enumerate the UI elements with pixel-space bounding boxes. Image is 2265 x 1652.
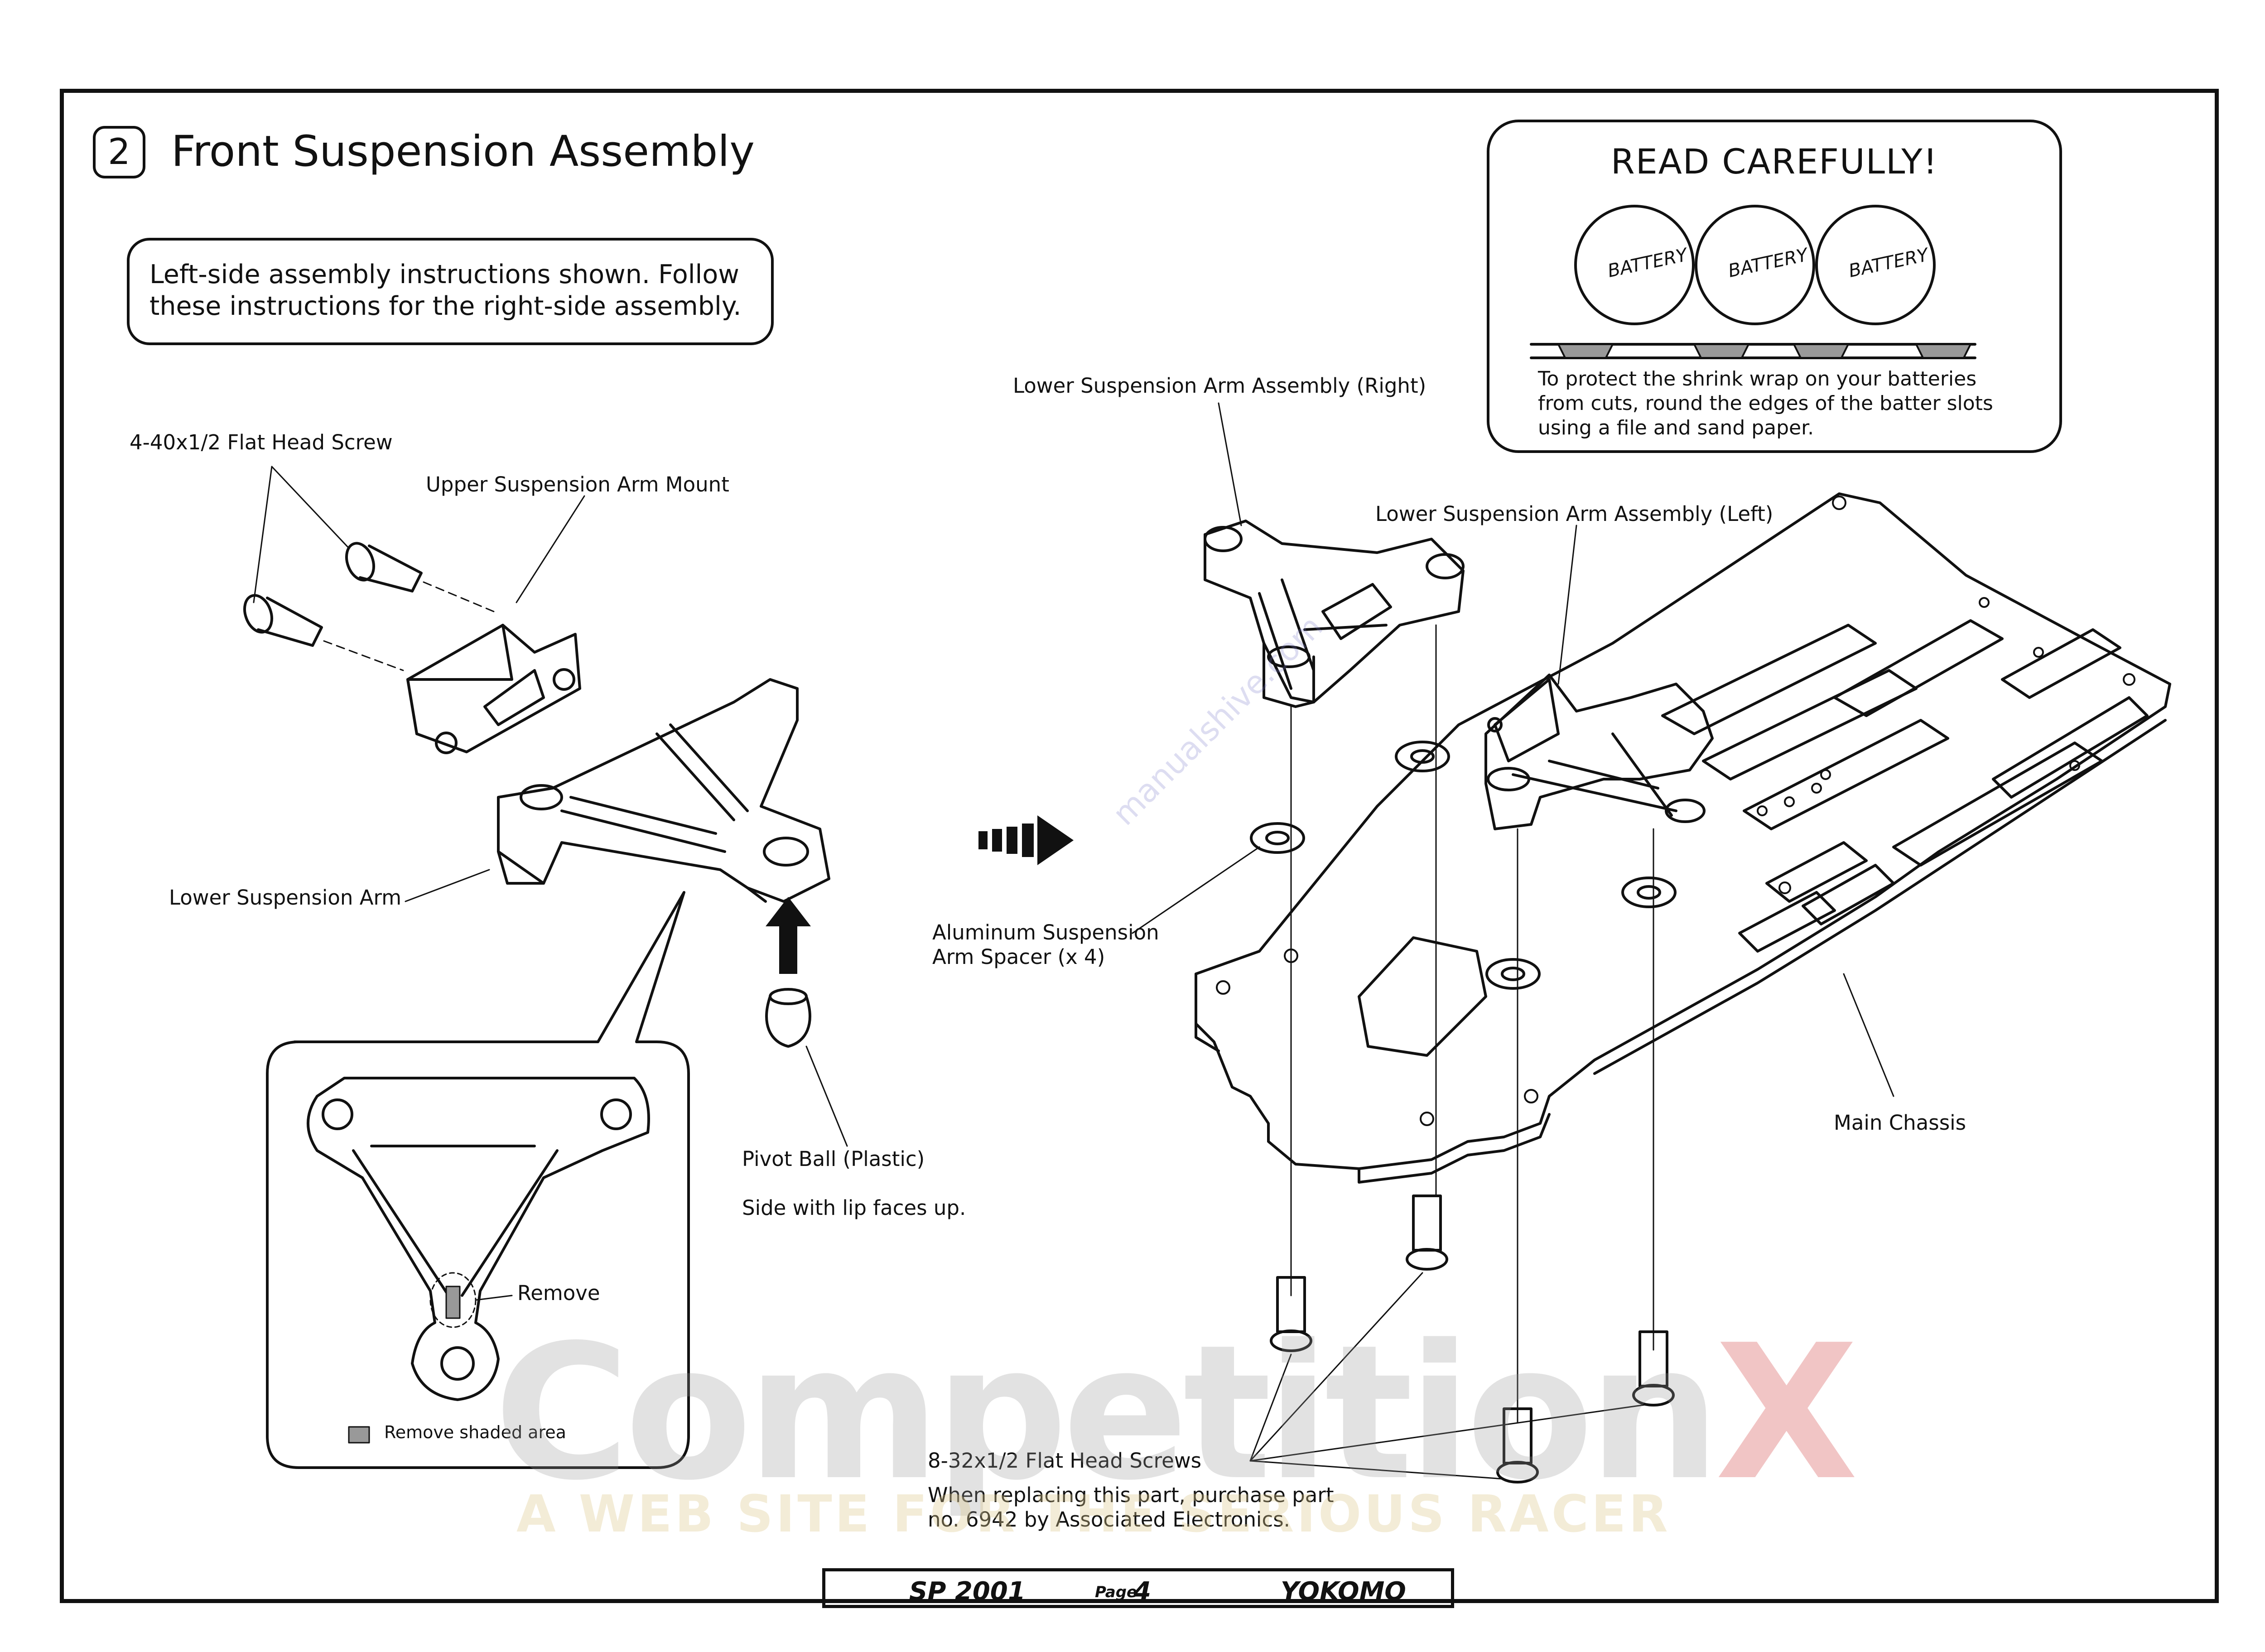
label-lower-arm-right: Lower Suspension Arm Assembly (Right) [1013,374,1426,398]
upper-arm-mount [406,624,581,754]
flat-head-screw-upper [345,542,423,592]
remove-leader [475,1295,513,1301]
page-frame [60,89,2219,1603]
label-flat-head-screws-832: 8-32x1/2 Flat Head Screws [928,1449,1202,1473]
footer-page-number: 4 [1133,1577,1151,1606]
replace-line-2: no. 6942 by Associated Electronics. [928,1508,1290,1532]
label-pivot-ball: Pivot Ball (Plastic) [742,1147,925,1171]
read-carefully-title: READ CAREFULLY! [1610,141,1938,182]
assembly-note: Left-side assembly instructions shown. F… [127,238,774,345]
footer-bar: SP 2001 Page 4 YOKOMO [822,1568,1454,1608]
spacer-line-1: Aluminum Suspension [932,920,1159,944]
battery-label-2: BATTERY [1726,244,1811,282]
replace-line-1: When replacing this part, purchase part [928,1483,1334,1507]
pivot-ball-leader [805,1045,848,1147]
watermark-subtitle: A WEB SITE FOR THE SERIOUS RACER [516,1485,1671,1544]
lower-arm-assembly-right [1204,520,1465,708]
label-replacement-note: When replacing this part, purchase part … [928,1483,1334,1532]
remove-shaded-area [445,1286,461,1319]
label-flat-head-screw: 4-40x1/2 Flat Head Screw [130,430,393,454]
read-line-1: To protect the shrink wrap on your batte… [1538,367,1977,390]
battery-3 [1815,205,1936,325]
label-lower-arm: Lower Suspension Arm [169,886,402,910]
lower-arm-left-leader [1557,525,1577,685]
read-carefully-text: To protect the shrink wrap on your batte… [1538,367,1993,440]
read-line-3: using a file and sand paper. [1538,416,1814,439]
pivot-ball [765,988,811,1048]
arrow-up-icon [766,897,811,974]
watermark-main-text: Competition [494,1305,1720,1521]
battery-1 [1574,205,1695,325]
label-main-chassis: Main Chassis [1834,1111,1966,1135]
step-number: 2 [93,126,145,178]
shaded-swatch-icon [348,1426,370,1444]
footer-brand: YOKOMO [1281,1577,1406,1606]
spacer-leader [1132,846,1260,934]
page-title: Front Suspension Assembly [171,127,755,176]
main-chassis [1195,492,2171,1184]
screw-832-1 [1270,1276,1312,1352]
watermark-x: X [1715,1305,1858,1521]
flat-head-screw-lower [243,594,323,647]
read-line-2: from cuts, round the edges of the batter… [1538,392,1993,415]
assembly-direction-arrow [978,815,1074,865]
screw-832-3 [1496,1407,1539,1483]
read-carefully-box [1487,120,2062,453]
upper-mount-leader [516,495,585,603]
battery-label-1: BATTERY [1606,244,1691,282]
aluminum-spacer-3 [1485,958,1541,990]
label-remove: Remove [517,1281,600,1305]
label-lip-note: Side with lip faces up. [742,1196,966,1220]
detail-arm [307,1077,650,1401]
battery-label-3: BATTERY [1847,244,1932,282]
note-line-1: Left-side assembly instructions shown. F… [149,260,739,289]
lower-suspension-arm [497,678,830,903]
label-lower-arm-left: Lower Suspension Arm Assembly (Left) [1375,502,1773,526]
alignment-lines [1290,624,1654,1423]
aluminum-spacer-4 [1621,877,1677,908]
screws-832-leaders [1249,1272,1650,1480]
footer-model: SP 2001 [909,1577,1026,1606]
screw-dash-lines [323,581,495,671]
aluminum-spacer-2 [1395,741,1450,772]
main-chassis-leader [1843,973,1894,1097]
screw-832-2 [1406,1194,1448,1271]
detail-callout [266,891,690,1469]
battery-2 [1695,205,1815,325]
label-aluminum-spacer: Aluminum Suspension Arm Spacer (x 4) [932,920,1159,969]
note-line-2: these instructions for the right-side as… [149,291,742,321]
watermark-competitionx: CompetitionX [494,1305,1858,1521]
lower-arm-right-leader [1218,402,1242,526]
lower-arm-leader [405,869,490,902]
aluminum-spacer-1 [1250,822,1305,854]
screw-832-4 [1632,1330,1675,1406]
label-remove-shaded: Remove shaded area [384,1422,566,1442]
screw-leader-lines [253,466,350,603]
label-upper-mount: Upper Suspension Arm Mount [426,472,729,496]
footer-page-label: Page [1095,1583,1137,1601]
lower-arm-assembly-left [1484,674,1714,830]
spacer-line-2: Arm Spacer (x 4) [932,945,1105,969]
battery-illustration [1530,205,1976,359]
